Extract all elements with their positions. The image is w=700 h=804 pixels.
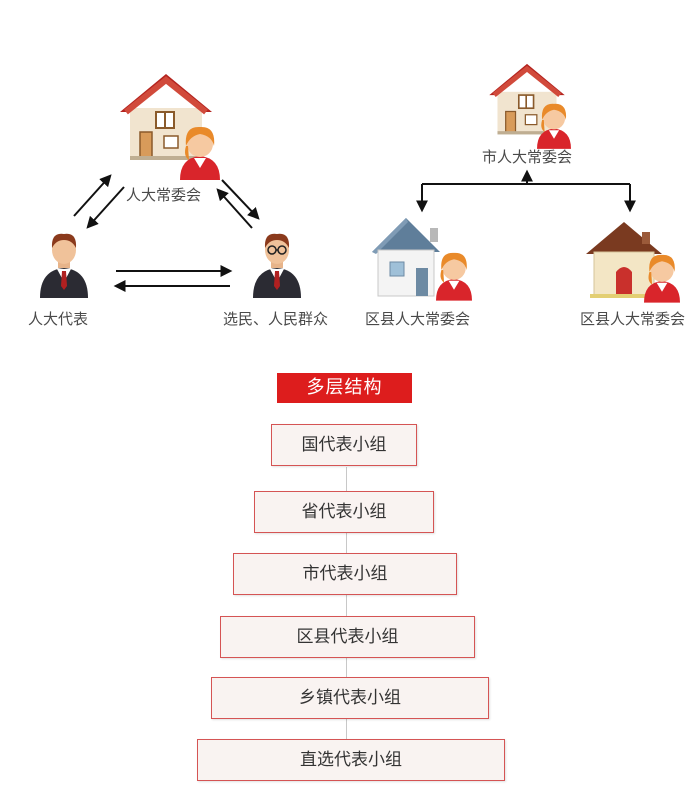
deputy-label: 人大代表 [28,310,89,328]
structure-title: 多层结构 [277,373,412,403]
level-box-direct-election: 直选代表小组 [197,739,505,781]
district-committee-left-label: 区县人大常委会 [365,310,471,328]
level-box-national: 国代表小组 [271,424,417,466]
deputy-man-icon [40,233,88,298]
district-committee-right-label: 区县人大常委会 [580,310,686,328]
left-arrows [73,174,260,292]
committee-label: 人大常委会 [126,186,202,204]
level-box-district: 区县代表小组 [220,616,475,658]
relationship-diagrams [40,0,680,303]
district-house-left-icon [372,218,440,297]
city-committee-label: 市人大常委会 [482,148,573,166]
level-box-township: 乡镇代表小组 [211,677,489,719]
branch-arrows [416,169,636,213]
voters-label: 选民、人民群众 [223,310,329,328]
level-box-provincial: 省代表小组 [254,491,434,533]
district-woman-left-icon [436,252,472,301]
level-connector-line [346,467,347,742]
district-house-right-icon [586,222,662,298]
voter-man-icon [253,233,301,298]
level-box-city: 市代表小组 [233,553,457,595]
